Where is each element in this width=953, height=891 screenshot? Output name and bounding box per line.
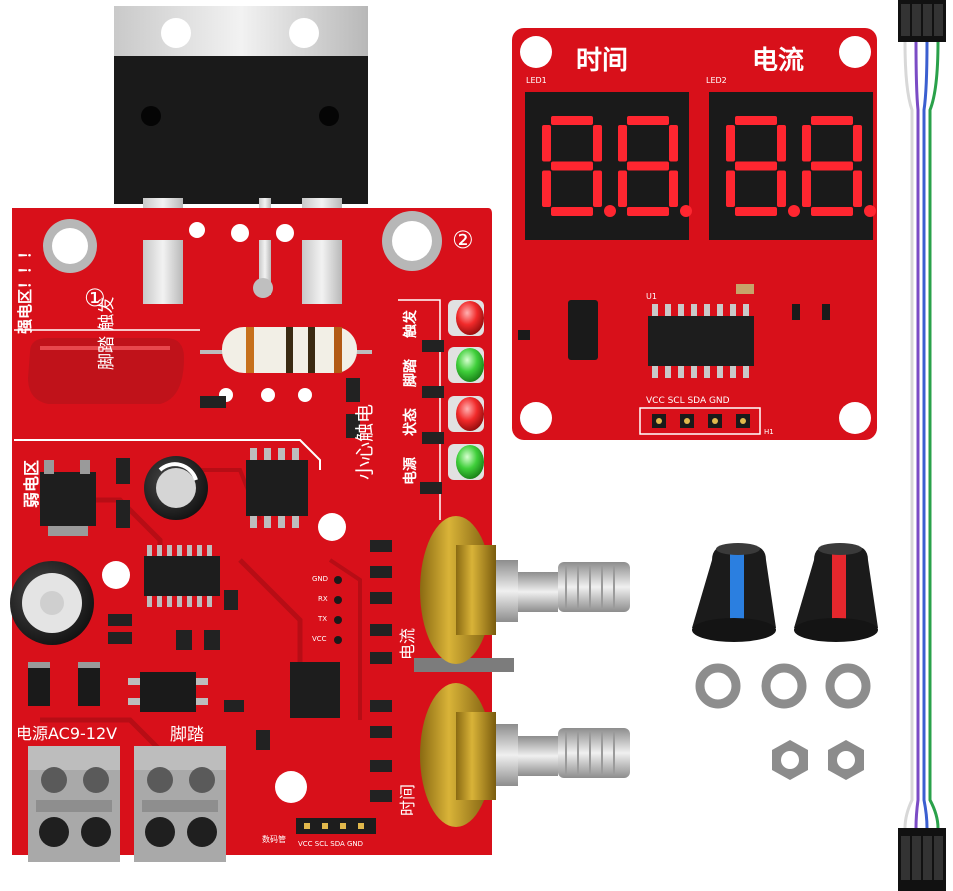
segment xyxy=(551,207,593,216)
indicator-leds xyxy=(448,300,484,480)
careful-shock-label: 小心触电 xyxy=(354,403,376,480)
display-pins-label: VCC SCL SDA GND xyxy=(646,396,730,406)
segment xyxy=(853,170,862,207)
segment xyxy=(627,161,669,171)
segment xyxy=(593,125,602,162)
segment xyxy=(627,207,669,216)
led-label-trigger: 触发 xyxy=(403,310,419,338)
electrolytic-capacitors xyxy=(10,456,208,645)
pedal-terminal-block xyxy=(134,746,226,862)
segment xyxy=(618,170,627,207)
serial-pin-rx: RX xyxy=(318,595,328,603)
segment xyxy=(669,170,678,207)
display-led1-label: LED1 xyxy=(526,76,547,85)
decimal-point xyxy=(604,205,616,217)
hex-nuts xyxy=(772,740,864,780)
segment xyxy=(551,161,593,171)
display-current-label: 电流 xyxy=(752,46,805,76)
decimal-point xyxy=(680,205,692,217)
serial-pin-vcc: VCC xyxy=(312,635,327,643)
weak-zone-label: 弱电区 xyxy=(22,459,41,508)
segment xyxy=(542,125,551,162)
segment xyxy=(811,161,853,171)
segment xyxy=(726,125,735,162)
dupont-cable xyxy=(898,0,946,891)
segment xyxy=(618,125,627,162)
main-header-label: 数码管 xyxy=(262,835,286,844)
main-display-header xyxy=(296,818,376,834)
segment xyxy=(802,125,811,162)
blue-knob xyxy=(692,543,776,642)
smd-components xyxy=(28,340,444,802)
display-h1-label: H1 xyxy=(764,428,774,436)
segment xyxy=(669,125,678,162)
serial-pin-gnd: GND xyxy=(312,575,329,583)
led-label-power: 电源 xyxy=(403,457,419,485)
segment xyxy=(551,116,593,125)
segment xyxy=(777,170,786,207)
main-header-pins: VCC SCL SDA GND xyxy=(298,840,364,848)
circle-2-label: ② xyxy=(452,226,474,254)
segment xyxy=(811,207,853,216)
segment xyxy=(853,125,862,162)
safety-capacitor xyxy=(28,338,184,404)
time-potentiometer xyxy=(420,683,630,827)
power-label: 电源AC9-12V xyxy=(16,724,118,743)
led-label-status: 状态 xyxy=(403,408,419,436)
power-terminal-block xyxy=(28,746,120,862)
segment xyxy=(735,116,777,125)
current-7seg-display xyxy=(726,116,876,217)
main-time-label: 时间 xyxy=(398,783,417,816)
segment xyxy=(802,170,811,207)
serial-pin-tx: TX xyxy=(318,615,328,623)
display-pcb xyxy=(512,28,877,440)
power-resistor xyxy=(200,327,372,373)
segment xyxy=(726,170,735,207)
pedal-label: 脚踏 xyxy=(170,725,204,745)
segment xyxy=(811,116,853,125)
led-label-pedal: 脚踏 xyxy=(403,359,419,387)
decimal-point xyxy=(788,205,800,217)
segment xyxy=(542,170,551,207)
red-knob xyxy=(794,543,878,642)
circle-1-label: ① xyxy=(84,284,106,312)
segment xyxy=(593,170,602,207)
time-7seg-display xyxy=(542,116,692,217)
segment xyxy=(777,125,786,162)
warning-label: 强电区！！！ xyxy=(16,243,34,334)
main-current-label: 电流 xyxy=(398,627,417,660)
trigger-label: 脚踏 触发 xyxy=(97,296,117,370)
current-potentiometer xyxy=(414,516,630,672)
washers xyxy=(695,663,871,709)
display-u1-label: U1 xyxy=(646,292,657,301)
display-time-label: 时间 xyxy=(576,46,629,76)
decimal-point xyxy=(864,205,876,217)
segment xyxy=(627,116,669,125)
segment xyxy=(735,207,777,216)
display-led2-label: LED2 xyxy=(706,76,727,85)
segment xyxy=(735,161,777,171)
